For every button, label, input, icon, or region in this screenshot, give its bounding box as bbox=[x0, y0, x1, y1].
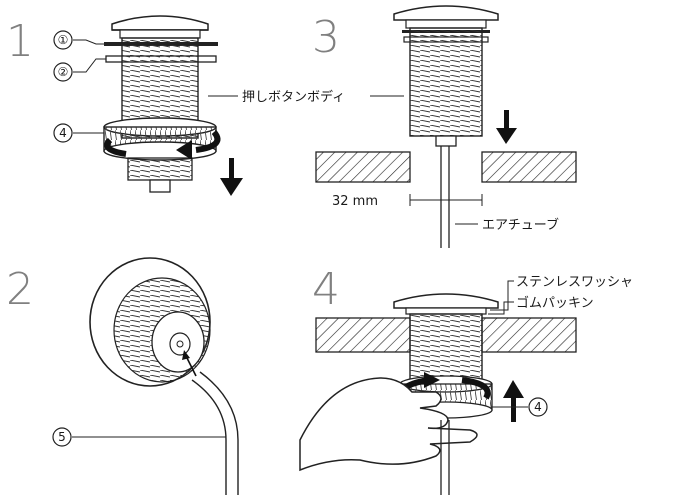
callout-5-circle bbox=[52, 427, 72, 447]
countertop-left-step3 bbox=[315, 151, 411, 183]
down-arrow-step3 bbox=[496, 110, 517, 144]
rotation-arrowhead bbox=[176, 140, 192, 160]
down-arrow-step1 bbox=[220, 158, 243, 196]
step-number-2: 2 bbox=[6, 264, 34, 315]
callout-4-circle-step1 bbox=[53, 123, 73, 143]
panel-step-3: 3 32 mm エアチューブ bbox=[312, 5, 577, 248]
air-tube-step4 bbox=[440, 420, 450, 495]
lower-thread-step1 bbox=[127, 157, 193, 181]
callout-2-leader bbox=[73, 58, 106, 73]
step-number-3: 3 bbox=[312, 12, 340, 63]
rotation-arrow-right bbox=[195, 130, 221, 153]
step-number-4: 4 bbox=[312, 264, 340, 315]
countertop-left-step4 bbox=[315, 317, 411, 353]
callout-4-label-step4: 4 bbox=[534, 400, 542, 414]
callout-1-leader bbox=[73, 39, 104, 45]
air-tube-step2 bbox=[191, 371, 239, 495]
callout-4-circle-step4 bbox=[528, 397, 548, 417]
button-cap-step4 bbox=[393, 293, 499, 315]
dimension-line bbox=[409, 194, 483, 206]
step-number-1: 1 bbox=[6, 16, 34, 67]
insert-arrowhead-step2 bbox=[182, 350, 190, 360]
button-body-label: 押しボタンボディ bbox=[242, 89, 345, 105]
threaded-body-step4 bbox=[409, 313, 483, 387]
dimension-label: 32 mm bbox=[332, 194, 378, 209]
button-body-angled-step2 bbox=[89, 257, 211, 387]
callout-4-label-step1: 4 bbox=[59, 126, 67, 140]
threaded-body-step3 bbox=[409, 27, 483, 137]
callout-2-circle bbox=[53, 62, 73, 82]
callout-1-label: ① bbox=[58, 33, 69, 47]
air-tube-step3 bbox=[440, 146, 450, 248]
nozzle-step3 bbox=[435, 135, 457, 147]
callout-2-label: ② bbox=[58, 65, 69, 79]
rotation-arrowhead-step4 bbox=[424, 372, 440, 388]
callout-5-label: 5 bbox=[58, 430, 66, 444]
panel-step-1: 1 ① bbox=[6, 15, 404, 196]
rotation-arrow-left bbox=[104, 137, 127, 157]
panel-step-4: 4 4 ステンレスワッシャ bbox=[299, 264, 633, 495]
countertop-right-step3 bbox=[481, 151, 577, 183]
countertop-right-step4 bbox=[481, 317, 577, 353]
button-cap-step3 bbox=[393, 5, 499, 29]
washer-leader bbox=[490, 280, 514, 311]
rubber-gasket-label: ゴムパッキン bbox=[516, 295, 594, 311]
button-cap-step1 bbox=[111, 15, 209, 39]
rotation-arrow-step4-right bbox=[461, 377, 491, 400]
nozzle-step1 bbox=[149, 179, 171, 193]
insert-arrow-step2 bbox=[185, 355, 197, 377]
air-tube-label: エアチューブ bbox=[482, 217, 559, 233]
callout-1-circle bbox=[53, 30, 73, 50]
hand-illustration bbox=[299, 377, 478, 472]
gasket-leader bbox=[488, 301, 514, 315]
up-arrow-step4 bbox=[503, 380, 524, 422]
stainless-washer-label: ステンレスワッシャ bbox=[516, 275, 633, 290]
panel-step-2: 2 5 bbox=[6, 257, 239, 495]
